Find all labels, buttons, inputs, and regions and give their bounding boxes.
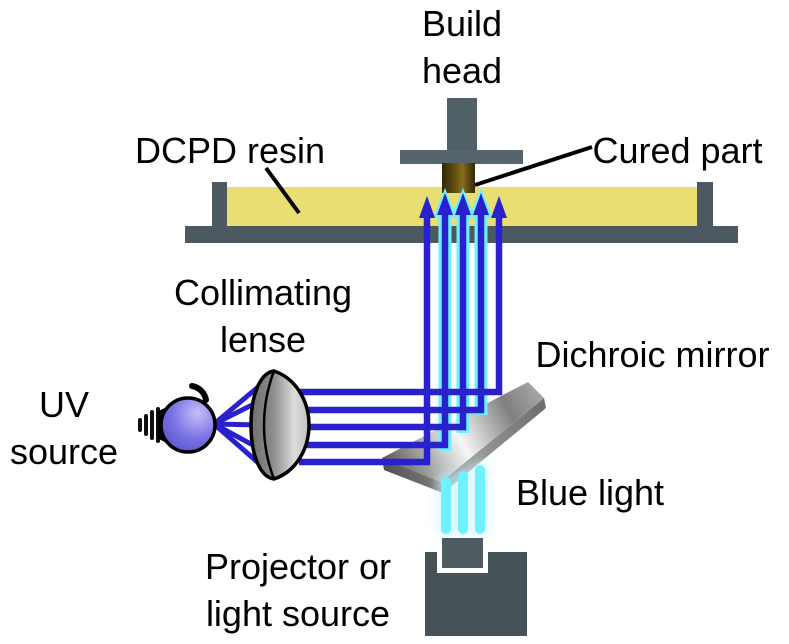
bulb-highlight — [189, 383, 209, 403]
build-head-shaft — [447, 98, 477, 152]
lens-seam — [262, 370, 276, 480]
uv-arrowhead-4 — [473, 193, 489, 215]
uv-ray-5 — [299, 216, 503, 396]
uv-arrowhead-1 — [419, 196, 435, 218]
vat-post-left — [212, 182, 227, 227]
bulb-globe — [159, 396, 217, 454]
uv-rays — [299, 212, 503, 466]
uv-arrowheads — [419, 193, 507, 218]
projector-lens-port — [442, 538, 483, 568]
label-cured-part: Cured part — [592, 130, 763, 171]
label-blue-light: Blue light — [515, 472, 665, 513]
uv-arrowhead-5 — [491, 196, 507, 218]
cured-part-leader-line — [474, 145, 593, 187]
label-dcpd-resin: DCPD resin — [134, 130, 326, 171]
collimating-lens — [249, 369, 311, 481]
projector-box — [425, 538, 527, 636]
uv-ray-1 — [299, 216, 431, 466]
vat-post-right — [697, 182, 713, 227]
cured-part — [442, 163, 475, 193]
uv-bulb-icon — [138, 383, 217, 454]
build-head-plate — [400, 150, 523, 164]
uv-ray-4 — [299, 212, 485, 414]
blue-light-beams — [436, 461, 490, 538]
label-dichroic-mirror: Dichroic mirror — [535, 334, 770, 375]
mirror-edge-left — [382, 458, 443, 493]
build-head — [400, 98, 523, 164]
uv-arrowhead-2 — [437, 193, 453, 215]
uv-arrowhead-3 — [455, 193, 471, 215]
dcpd-resin-leader-line — [264, 166, 301, 215]
uv-ray-2 — [299, 212, 449, 449]
uv-ray-3 — [299, 212, 467, 431]
